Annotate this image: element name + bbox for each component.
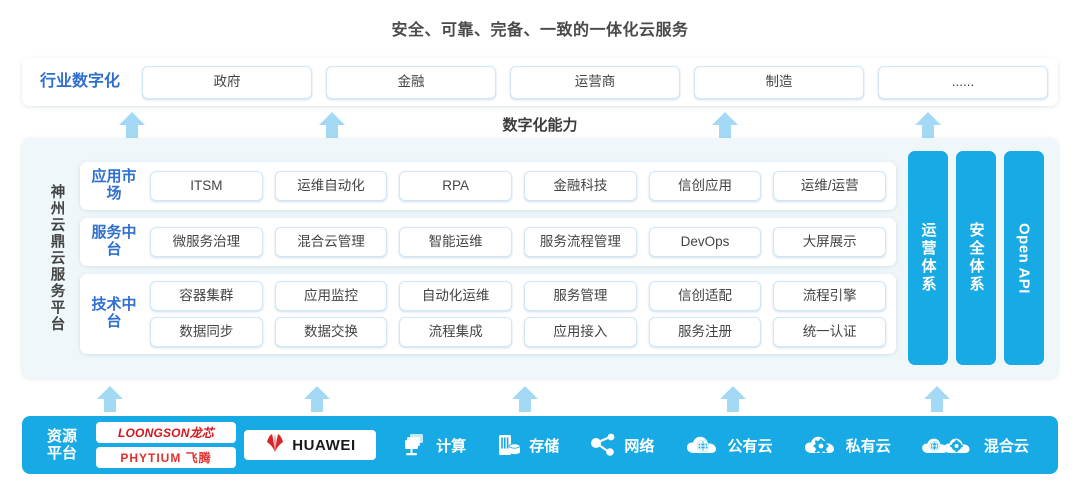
svc-item-dashboard[interactable]: 大屏展示 [773,227,887,257]
phytium-logo: PHYTIUM 飞腾 [96,447,236,468]
resource-item-compute[interactable]: 计算 [403,432,466,458]
tier-label-application-market: 应用市场 [91,168,137,202]
tier-line: 微服务治理 混合云管理 智能运维 服务流程管理 DevOps 大屏展示 [150,227,887,257]
resource-platform-label: 资源 平台 [36,428,88,463]
cpu-vendor-logos: LOONGSON龙芯 PHYTIUM 飞腾 [96,422,236,468]
resource-label-line1: 资源 [46,427,77,445]
resource-item-label: 存储 [529,437,560,455]
page-title: 安全、可靠、完备、一致的一体化云服务 [391,22,689,39]
loongson-logo: LOONGSON龙芯 [96,422,236,443]
up-arrow-icon [915,112,941,138]
tech-item-process-engine[interactable]: 流程引擎 [773,281,887,311]
tier-line: 数据同步 数据交换 流程集成 应用接入 服务注册 统一认证 [150,317,887,347]
tech-item-service-registry[interactable]: 服务注册 [648,317,762,347]
svc-item-hybrid-cloud-mgmt[interactable]: 混合云管理 [274,227,388,257]
resource-platform-bar: 资源 平台 LOONGSON龙芯 PHYTIUM 飞腾 HUAWEI [22,416,1058,474]
resource-item-label: 公有云 [727,437,773,455]
tech-item-data-sync[interactable]: 数据同步 [150,317,263,347]
resource-item-network[interactable]: 网络 [589,432,654,458]
public-cloud-icon [685,433,721,457]
tech-item-app-access[interactable]: 应用接入 [524,317,637,347]
huawei-wordmark: HUAWEI [292,436,356,454]
platform-vertical-label: 神州云鼎云服务平台 [48,183,65,333]
resource-item-label: 私有云 [845,437,891,455]
industry-digitalization-row: 行业数字化 政府 金融 运营商 制造 ...... [22,58,1058,106]
industry-item-telecom[interactable]: 运营商 [510,65,680,99]
svc-item-devops[interactable]: DevOps [648,227,762,257]
svc-item-intelligent-ops[interactable]: 智能运维 [399,227,513,257]
hybrid-cloud-icon [921,433,977,457]
arrow-band-top: 数字化能力 [22,110,1058,138]
app-item-ops-operation[interactable]: 运维/运营 [773,171,887,201]
vertical-panel-operations-system[interactable]: 运营体系 [908,151,948,365]
tier-rows: 容器集群 应用监控 自动化运维 服务管理 信创适配 流程引擎 数据同步 数据交换… [150,281,887,347]
resource-item-storage[interactable]: 存储 [496,432,559,458]
up-arrow-icon [304,386,330,412]
resource-item-label: 混合云 [983,437,1029,455]
up-arrow-icon [319,112,345,138]
server-stack-icon [403,432,429,458]
tech-item-automated-ops[interactable]: 自动化运维 [399,281,513,311]
tech-item-unified-auth[interactable]: 统一认证 [773,317,887,347]
industry-row-label: 行业数字化 [39,73,120,91]
resource-item-list: 计算 存储 [376,432,1044,458]
capability-title: 数字化能力 [502,117,578,134]
tech-item-xinchuang-adaptation[interactable]: 信创适配 [648,281,762,311]
tier-rows: ITSM 运维自动化 RPA 金融科技 信创应用 运维/运营 [150,171,887,201]
app-item-rpa[interactable]: RPA [399,171,513,201]
up-arrow-icon [924,386,950,412]
tier-service-midplatform: 服务中台 微服务治理 混合云管理 智能运维 服务流程管理 DevOps 大屏展示 [80,218,896,266]
industry-item-government[interactable]: 政府 [142,65,312,99]
industry-item-finance[interactable]: 金融 [326,65,496,99]
tech-item-data-exchange[interactable]: 数据交换 [274,317,388,347]
resource-item-private-cloud[interactable]: 私有云 [803,433,891,457]
up-arrow-icon [119,112,145,138]
tier-line: ITSM 运维自动化 RPA 金融科技 信创应用 运维/运营 [150,171,887,201]
tech-item-app-monitoring[interactable]: 应用监控 [274,281,388,311]
platform-tiers: 应用市场 ITSM 运维自动化 RPA 金融科技 信创应用 运维/运营 服务中台… [80,146,902,370]
app-item-xinchuang-app[interactable]: 信创应用 [648,171,762,201]
vertical-panel-security-system[interactable]: 安全体系 [956,151,996,365]
app-item-fintech[interactable]: 金融科技 [524,171,637,201]
arrow-band-bottom [22,382,1058,412]
up-arrow-icon [720,386,746,412]
up-arrow-icon [512,386,538,412]
resource-item-hybrid-cloud[interactable]: 混合云 [921,433,1029,457]
up-arrow-icon [712,112,738,138]
tier-application-market: 应用市场 ITSM 运维自动化 RPA 金融科技 信创应用 运维/运营 [80,162,896,210]
svc-item-microservice-governance[interactable]: 微服务治理 [150,227,263,257]
huawei-flower-icon [264,433,286,457]
vertical-panel-open-api[interactable]: Open API [1004,151,1044,365]
resource-item-public-cloud[interactable]: 公有云 [685,433,773,457]
app-item-ops-automation[interactable]: 运维自动化 [274,171,388,201]
resource-item-label: 网络 [624,437,655,455]
tier-line: 容器集群 应用监控 自动化运维 服务管理 信创适配 流程引擎 [150,281,887,311]
network-nodes-icon [589,432,617,458]
cloud-service-platform: 神州云鼎云服务平台 应用市场 ITSM 运维自动化 RPA 金融科技 信创应用 … [22,138,1058,378]
resource-label-line2: 平台 [46,445,77,462]
industry-item-more[interactable]: ...... [878,65,1048,99]
up-arrow-icon [97,386,123,412]
tier-technology-midplatform: 技术中台 容器集群 应用监控 自动化运维 服务管理 信创适配 流程引擎 数据同步… [80,274,896,354]
industry-item-manufacturing[interactable]: 制造 [694,65,864,99]
tech-item-container-cluster[interactable]: 容器集群 [150,281,263,311]
storage-icon [496,432,522,458]
tier-rows: 微服务治理 混合云管理 智能运维 服务流程管理 DevOps 大屏展示 [150,227,887,257]
svc-item-service-process-mgmt[interactable]: 服务流程管理 [524,227,637,257]
huawei-logo: HUAWEI [244,430,376,460]
tier-label-service-midplatform: 服务中台 [91,224,137,258]
tech-item-service-mgmt[interactable]: 服务管理 [524,281,637,311]
private-cloud-icon [803,433,839,457]
vertical-panels: 运营体系 安全体系 Open API [902,146,1046,370]
resource-item-label: 计算 [436,437,467,455]
tech-item-process-integration[interactable]: 流程集成 [399,317,513,347]
app-item-itsm[interactable]: ITSM [150,171,263,201]
tier-label-technology-midplatform: 技术中台 [91,296,137,330]
